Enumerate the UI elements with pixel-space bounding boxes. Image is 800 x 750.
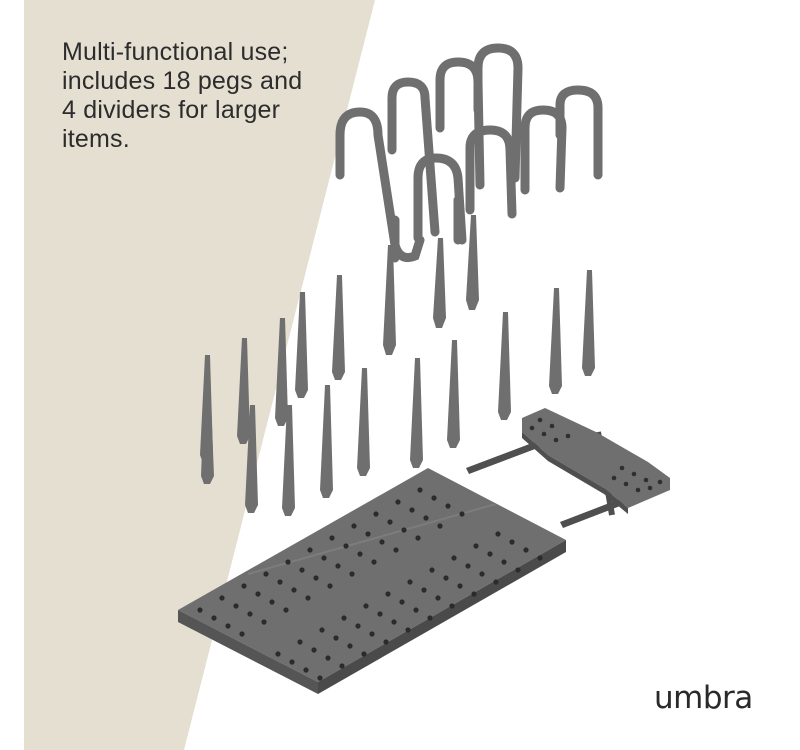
peg bbox=[466, 215, 479, 310]
peg bbox=[410, 358, 423, 468]
peg bbox=[201, 375, 214, 484]
peg bbox=[237, 338, 250, 444]
headline-text: Multi-functional use; includes 18 pegs a… bbox=[62, 38, 352, 154]
hook-divider-4 bbox=[473, 43, 523, 183]
peg bbox=[320, 385, 333, 498]
pegs bbox=[200, 215, 595, 516]
cross-divider bbox=[522, 408, 670, 514]
peg bbox=[498, 312, 511, 420]
base-pegboard bbox=[178, 468, 566, 694]
peg bbox=[433, 238, 446, 328]
peg bbox=[282, 405, 295, 516]
headline-line-3: 4 dividers for larger bbox=[62, 96, 281, 124]
hook-divider-2 bbox=[387, 77, 440, 237]
hook-divider-7 bbox=[413, 153, 467, 245]
hook-dividers bbox=[335, 43, 603, 263]
peg bbox=[275, 318, 288, 426]
peg bbox=[447, 340, 460, 448]
peg bbox=[295, 292, 308, 398]
hook-divider-1 bbox=[335, 107, 425, 263]
peg bbox=[245, 405, 258, 513]
headline-line-1: Multi-functional use; bbox=[62, 38, 289, 66]
hook-divider-6 bbox=[555, 85, 603, 180]
hook-divider-8 bbox=[465, 125, 517, 219]
headline-line-4: items. bbox=[62, 125, 130, 153]
peg bbox=[332, 275, 345, 380]
umbra-logo: umbra bbox=[654, 680, 753, 716]
toothed-rail-1 bbox=[466, 440, 543, 474]
peg bbox=[383, 245, 396, 355]
headline-line-2: includes 18 pegs and bbox=[62, 67, 303, 95]
peg bbox=[549, 288, 562, 394]
peg bbox=[357, 368, 370, 476]
peg bbox=[582, 270, 595, 376]
